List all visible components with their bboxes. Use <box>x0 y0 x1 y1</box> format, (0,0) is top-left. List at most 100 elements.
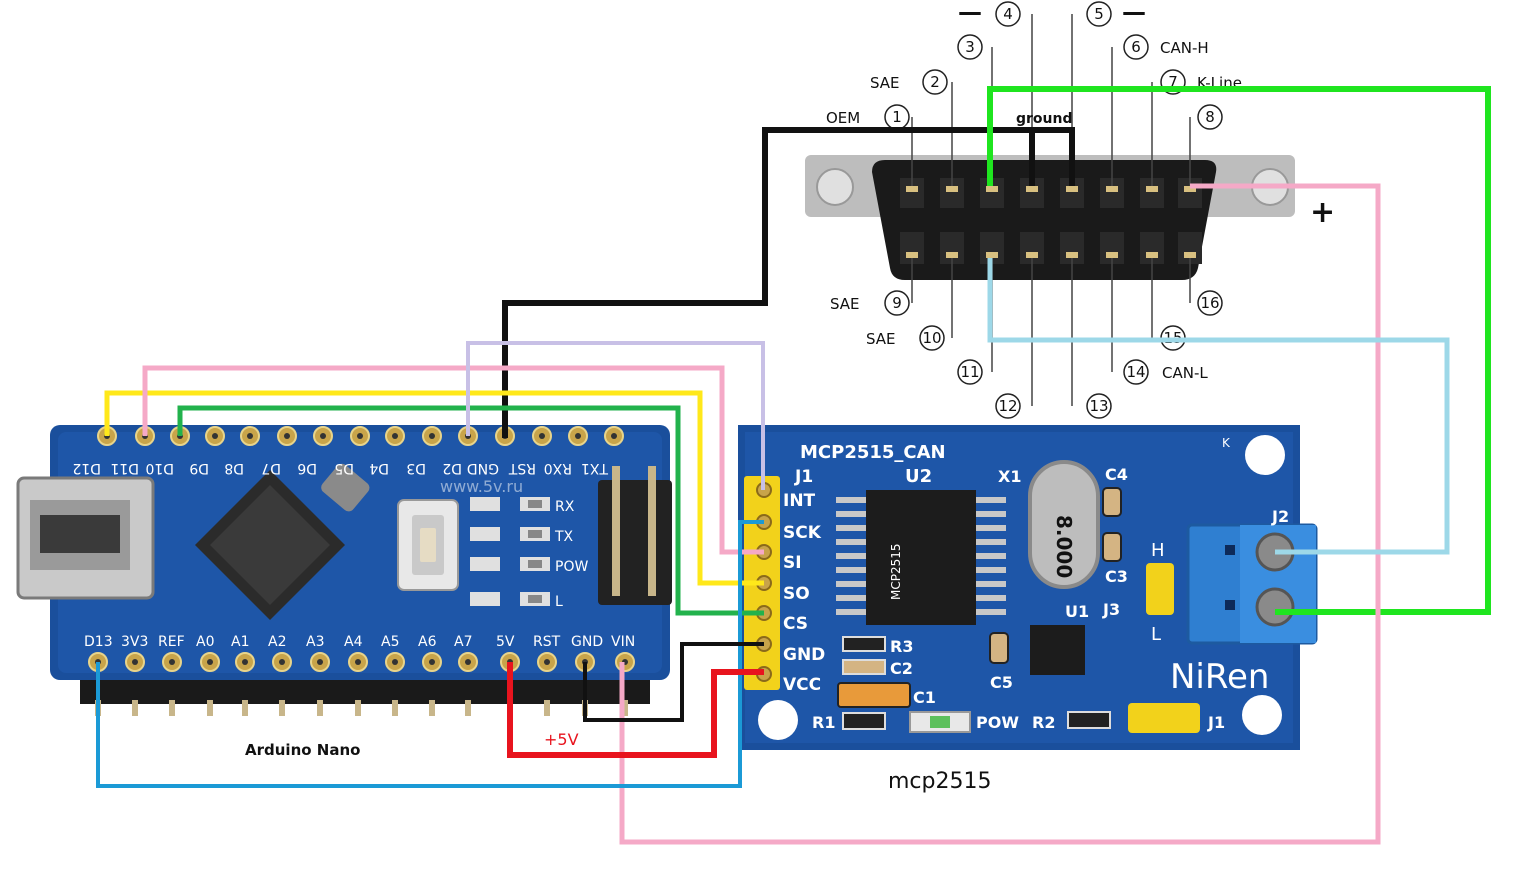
mcp2515-chip: MCP2515 <box>836 490 1006 625</box>
obd-pin-number: 3 <box>965 38 975 56</box>
u1-label: U1 <box>1065 602 1089 621</box>
j1b-label: J1 <box>1207 713 1225 732</box>
nano-pin-label: A4 <box>344 634 363 650</box>
mcp-pin-label: CS <box>783 614 808 634</box>
nano-pin-label: D5 <box>334 460 354 476</box>
mcp-pin-label: SI <box>783 553 802 573</box>
nano-pin-label: GND <box>571 634 603 650</box>
wire-d2-lavender <box>466 341 765 490</box>
wire-gnd-black-obd <box>502 127 1075 438</box>
u1-chip <box>1030 625 1085 675</box>
nano-pin-label: D7 <box>261 460 281 476</box>
nano-caption: Arduino Nano <box>245 741 360 759</box>
r1-label: R1 <box>812 713 835 732</box>
icsp-header <box>598 466 672 605</box>
obd-pin-label: OEM <box>826 109 860 127</box>
x1-label: X1 <box>998 467 1021 486</box>
obd-pin-3 <box>957 34 983 60</box>
obd-pin-label: SAE <box>870 74 900 92</box>
nano-led-label: RX <box>555 499 575 515</box>
r2-label: R2 <box>1032 713 1055 732</box>
obd-pin-number: 6 <box>1131 38 1141 56</box>
c5-label: C5 <box>990 673 1013 692</box>
c3-label: C3 <box>1105 567 1128 586</box>
mcp-k-label: K <box>1222 436 1231 450</box>
j2-terminal-block <box>1186 523 1318 645</box>
j1-jumper <box>1128 703 1200 733</box>
obd-pin-2 <box>922 69 948 95</box>
c2-label: C2 <box>890 659 913 678</box>
mcp-board-title: MCP2515_CAN <box>800 442 946 463</box>
obd-pin-10 <box>919 325 945 351</box>
u2-label: U2 <box>905 466 932 487</box>
minus-right: — <box>1122 0 1146 26</box>
wire-can-l-lightblue <box>987 258 1450 555</box>
crystal-freq: 8.000 <box>1052 515 1076 578</box>
nano-pin-label: A1 <box>231 634 249 650</box>
nano-pin-header <box>80 680 650 716</box>
j3-jumper <box>1146 563 1174 615</box>
nano-pin-label: A6 <box>418 634 437 650</box>
mcp-pin-label: VCC <box>783 675 821 695</box>
nano-pin-label: D9 <box>189 460 209 476</box>
obd-pin-4 <box>995 1 1021 27</box>
reset-button <box>397 499 459 591</box>
nano-pin-label: D4 <box>369 460 389 476</box>
obd-pin-number: 11 <box>960 363 979 381</box>
pow-label: POW <box>976 713 1019 732</box>
mcp-crystal: 8.000 <box>1028 460 1100 589</box>
nano-pin-label: RX0 <box>544 460 572 476</box>
nano-pin-label: TX1 <box>581 460 609 476</box>
obd-pin-label: SAE <box>830 295 860 313</box>
obd-pin-number: 10 <box>922 329 941 347</box>
wire-can-h-green <box>987 86 1491 615</box>
obd-pin-number: 7 <box>1168 73 1178 91</box>
minus-left: — <box>958 0 982 26</box>
nano-led-label: L <box>555 594 563 610</box>
nano-pin-label: D8 <box>224 460 244 476</box>
nano-pin-label: RST <box>508 460 536 476</box>
obd-pin-number: 5 <box>1094 5 1104 23</box>
j3-label: J3 <box>1102 600 1120 619</box>
l-label: L <box>1151 624 1161 645</box>
obd-pin-number: 1 <box>892 108 902 126</box>
nano-watermark: www.5v.ru <box>440 477 523 496</box>
nano-pin-label: D13 <box>84 634 113 650</box>
brand-label: NiRen <box>1170 657 1269 697</box>
ground-label: ground <box>1016 111 1073 127</box>
obd-pin-11 <box>957 359 983 385</box>
nano-pin-label: GND <box>467 460 499 476</box>
mcp-pin-label: SO <box>783 584 810 604</box>
mcp-pin-label: GND <box>783 645 825 665</box>
nano-pin-label: RST <box>533 634 561 650</box>
nano-pin-label: D11 <box>110 460 139 476</box>
wire-d11-pink <box>142 365 764 555</box>
obd-pin-14 <box>1123 359 1149 385</box>
nano-pin-label: REF <box>158 634 185 650</box>
obd-pin-number: 8 <box>1205 108 1215 126</box>
c4-label: C4 <box>1105 465 1128 484</box>
h-label: H <box>1151 540 1165 561</box>
nano-pin-label: A5 <box>381 634 399 650</box>
nano-pin-label: D2 <box>442 460 462 476</box>
obd-pin-5 <box>1086 1 1112 27</box>
obd-pin-number: 12 <box>998 397 1017 415</box>
nano-pin-label: A2 <box>268 634 286 650</box>
wire-d10-green <box>177 405 764 616</box>
nano-pin-label: VIN <box>611 634 635 650</box>
obd-pin-label: CAN-H <box>1160 39 1209 57</box>
mcp-pin-label: SCK <box>783 523 822 543</box>
plus-sign: + <box>1310 195 1335 230</box>
obd-pin-label: CAN-L <box>1162 364 1208 382</box>
obd-pin-number: 2 <box>930 73 940 91</box>
obd-pin-13 <box>1086 393 1112 419</box>
mcp-caption: mcp2515 <box>888 769 991 794</box>
obd-pin-number: 4 <box>1003 5 1013 23</box>
wire-5v-red <box>507 662 764 758</box>
obd-pin-6 <box>1123 34 1149 60</box>
